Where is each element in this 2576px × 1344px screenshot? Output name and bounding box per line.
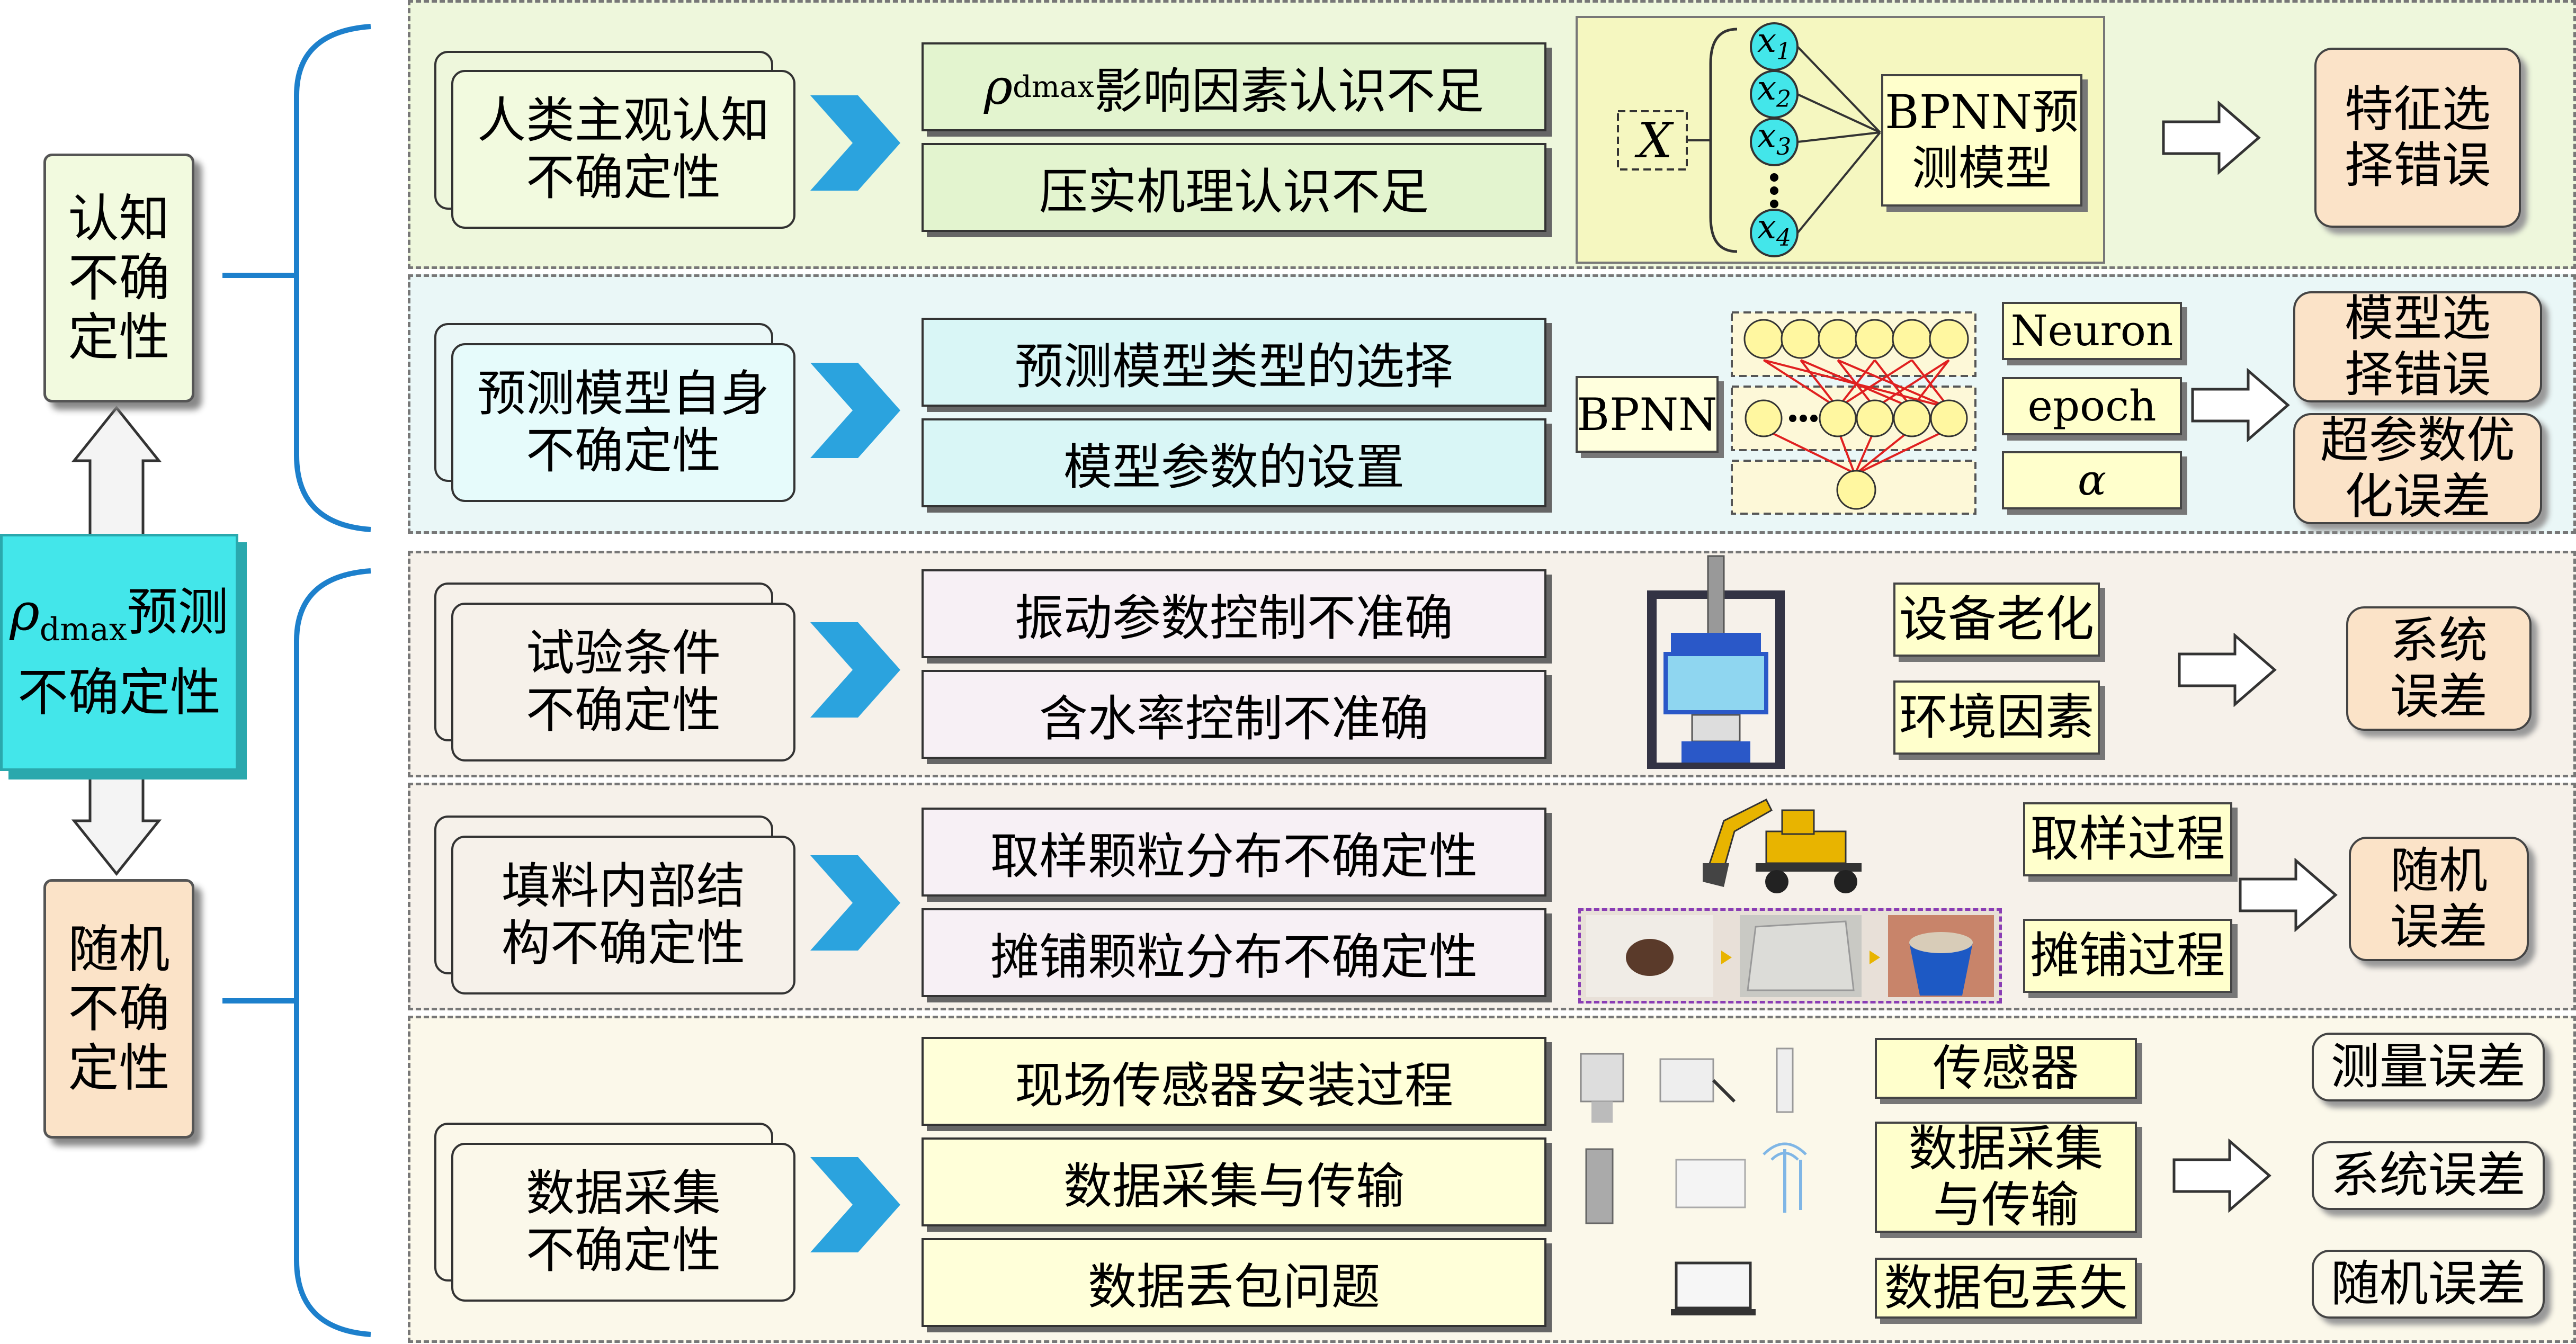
label-environment: 环境因素 — [1893, 680, 2100, 755]
hollow-arrow-icon — [2172, 1139, 2271, 1213]
left-structure — [71, 24, 371, 1337]
param-epoch: epoch — [2002, 377, 2182, 435]
label-data-collection-transmission: 数据采集 与传输 — [1875, 1121, 2137, 1233]
hollow-arrow-icon — [2162, 101, 2261, 175]
factor-moisture-control: 含水率控制不准确 — [922, 670, 1546, 759]
result-system-error: 系统 误差 — [2346, 606, 2532, 731]
neural-net-icon — [1731, 311, 1976, 515]
factor-paving-distribution: 摊铺颗粒分布不确定性 — [922, 908, 1546, 997]
result-model-selection-error: 模型选 择错误 — [2293, 291, 2542, 403]
lower-brace — [294, 568, 371, 1337]
neural-input-diagram — [1617, 22, 1881, 257]
bpnn-prediction-model-box: BPNN预 测模型 — [1881, 74, 2082, 207]
node-x4-label: x4 — [1757, 208, 1792, 252]
chevron-right-icon — [810, 855, 900, 951]
factor-vibration-control: 振动参数控制不准确 — [922, 569, 1546, 658]
result-system-error: 系统误差 — [2312, 1141, 2545, 1210]
factor-model-type: 预测模型类型的选择 — [922, 318, 1546, 407]
prediction-box-line1: ρdmax预测 — [10, 583, 229, 649]
node-x3-label: x3 — [1757, 117, 1792, 160]
hollow-arrow-icon — [2239, 858, 2338, 932]
paving-photos — [1586, 915, 1994, 997]
up-hollow-arrow-icon — [71, 405, 162, 542]
result-feature-selection-error: 特征选 择错误 — [2314, 48, 2521, 228]
laptop-icon — [1671, 1261, 1756, 1315]
factor-model-params: 模型参数的设置 — [922, 418, 1546, 507]
param-neuron: Neuron — [2002, 302, 2182, 360]
param-alpha: α — [2002, 451, 2182, 509]
node-x1-label: x1 — [1757, 21, 1792, 65]
input-x-label: X — [1638, 112, 1672, 169]
compactor-machine-icon — [1647, 555, 1785, 769]
category-card-experiment: 试验条件 不确定性 — [451, 603, 795, 761]
factor-packet-loss: 数据丢包问题 — [922, 1238, 1546, 1327]
down-hollow-arrow-icon — [71, 766, 162, 876]
prediction-uncertainty-box: ρdmax预测 不确定性 — [0, 534, 238, 771]
random-uncertainty-box: 随机 不确 定性 — [43, 879, 194, 1139]
excavator-icon — [1703, 798, 1862, 893]
label-sampling-process: 取样过程 — [2023, 802, 2232, 876]
antenna-icon — [1799, 1160, 1802, 1210]
upper-brace — [294, 24, 371, 532]
result-measurement-error: 测量误差 — [2312, 1033, 2545, 1101]
category-card-structure: 填料内部结 构不确定性 — [451, 836, 795, 994]
chevron-right-icon — [810, 1157, 900, 1252]
label-paving-process: 摊铺过程 — [2023, 919, 2232, 993]
factor-sampling-distribution: 取样颗粒分布不确定性 — [922, 808, 1546, 897]
sensor-icon — [1580, 1047, 1807, 1224]
result-random-error: 随机误差 — [2312, 1250, 2545, 1319]
factor-sensor-installation: 现场传感器安装过程 — [922, 1037, 1546, 1126]
node-x2-label: x2 — [1757, 69, 1792, 113]
label-packet-loss: 数据包丢失 — [1875, 1258, 2137, 1319]
category-card-model: 预测模型自身 不确定性 — [451, 343, 795, 502]
label-sensor: 传感器 — [1875, 1038, 2137, 1099]
cognitive-uncertainty-box: 认知 不确 定性 — [43, 154, 194, 402]
category-card-cognition: 人类主观认知 不确定性 — [451, 70, 795, 229]
result-hyperparam-error: 超参数优 化误差 — [2293, 413, 2542, 525]
hollow-arrow-icon — [2178, 633, 2277, 707]
hollow-arrow-icon — [2191, 368, 2290, 442]
bpnn-label-box: BPNN — [1576, 376, 1719, 453]
category-card-data: 数据采集 不确定性 — [451, 1143, 795, 1302]
factor-compaction-mechanism: 压实机理认识不足 — [922, 143, 1546, 232]
chevron-right-icon — [810, 95, 900, 191]
chevron-right-icon — [810, 363, 900, 458]
result-random-error: 随机 误差 — [2349, 837, 2529, 961]
chevron-right-icon — [810, 622, 900, 718]
prediction-box-line2: 不确定性 — [17, 662, 221, 722]
factor-data-transmission: 数据采集与传输 — [922, 1137, 1546, 1226]
label-equipment-aging: 设备老化 — [1893, 583, 2100, 657]
